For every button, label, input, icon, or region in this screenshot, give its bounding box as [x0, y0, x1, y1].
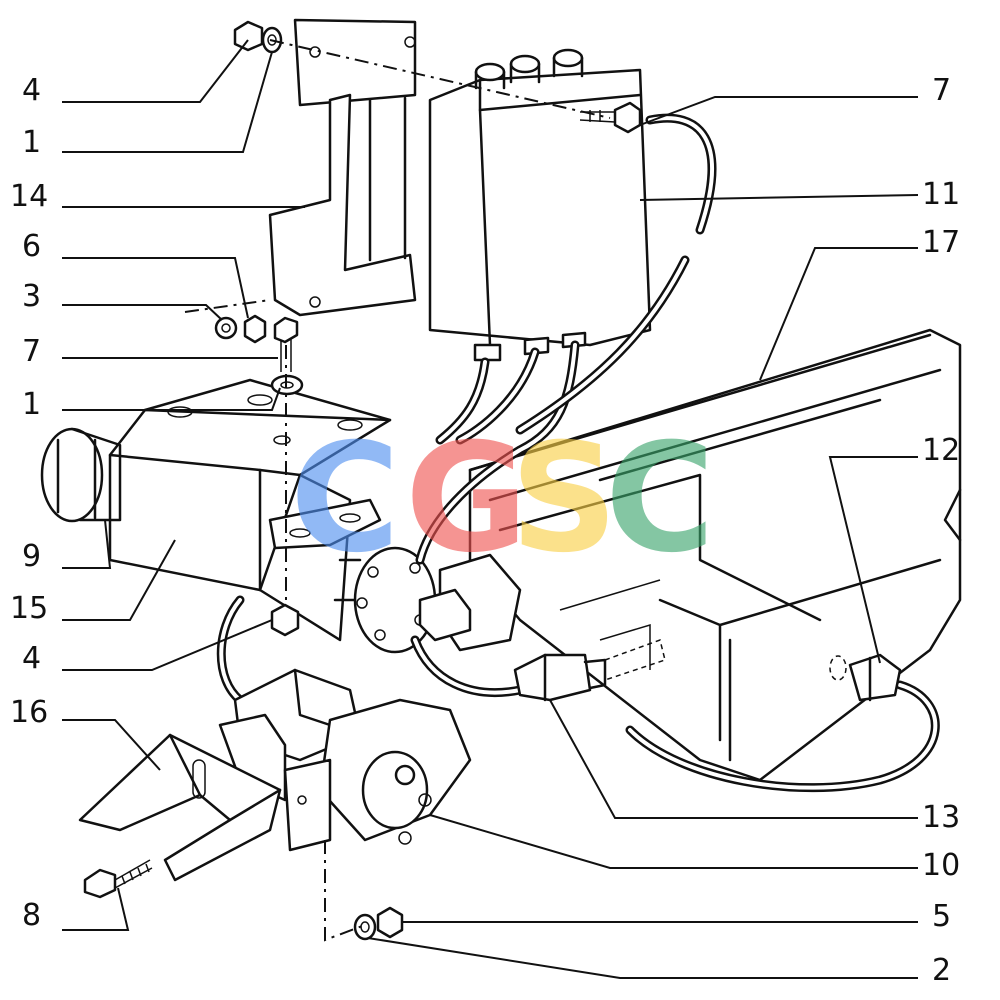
part-label: 5	[932, 899, 951, 934]
fuel-tank	[468, 328, 962, 782]
nut-6	[243, 314, 267, 344]
bolt-7-tube	[273, 316, 299, 372]
watermark-letter: C	[290, 412, 400, 586]
flange-coupling	[333, 546, 522, 654]
mounting-tube	[108, 378, 392, 642]
part-label: 4	[22, 641, 41, 676]
part-label: 9	[22, 539, 41, 574]
pump-motor	[218, 668, 472, 852]
part-label: 11	[922, 177, 960, 212]
part-label: 1	[22, 125, 41, 160]
nut-4-top	[233, 20, 264, 52]
end-nut	[40, 427, 122, 523]
electrical-box	[268, 18, 652, 362]
part-label: 8	[22, 898, 41, 933]
watermark-letter: S	[510, 412, 618, 586]
part-label: 16	[10, 695, 48, 730]
part-label: 2	[932, 953, 951, 988]
cable-gland-top	[474, 48, 584, 90]
washer-3	[214, 316, 238, 340]
watermark-letter: C	[605, 412, 715, 586]
part-label: 10	[922, 848, 960, 883]
washer-2	[353, 913, 377, 941]
watermark-letter: G	[405, 412, 528, 586]
part-label: 4	[22, 73, 41, 108]
sensor-13	[513, 639, 666, 702]
part-label: 7	[22, 334, 41, 369]
part-label: 3	[22, 279, 41, 314]
alignment-lines	[184, 39, 611, 942]
cable-gland-bottom	[473, 331, 587, 362]
hardware	[83, 20, 642, 941]
nut-5	[376, 906, 404, 939]
cables	[216, 113, 940, 793]
part-label: 17	[922, 225, 960, 260]
part-labels-left: 4 1 14 6 3 7 1 9 15 4 16 8	[10, 73, 48, 933]
part-label: 15	[10, 591, 48, 626]
watermark: C G S C	[290, 412, 715, 586]
part-label: 6	[22, 229, 41, 264]
bolt-8	[83, 859, 153, 899]
part-label: 12	[922, 433, 960, 468]
part-label: 13	[922, 800, 960, 835]
nut-4-tube	[270, 603, 300, 637]
sensor-12	[829, 653, 902, 702]
part-labels-right: 7 11 17 12 13 10 5 2	[922, 73, 960, 988]
bracket-16	[78, 733, 282, 882]
part-label: 1	[22, 387, 41, 422]
leader-lines	[62, 39, 919, 979]
part-label: 14	[10, 179, 48, 214]
part-label: 7	[932, 73, 951, 108]
